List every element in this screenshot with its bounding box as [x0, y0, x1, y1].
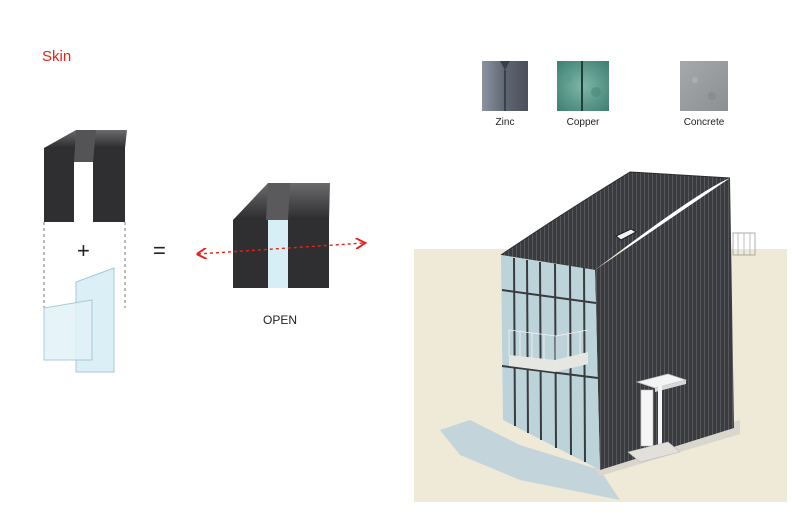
skin-volume	[44, 130, 127, 222]
page-title: Skin	[42, 48, 72, 65]
equals-sign: =	[153, 238, 166, 263]
swatch-copper	[557, 61, 609, 111]
swatch-label-copper: Copper	[566, 117, 600, 128]
open-volume	[233, 183, 330, 288]
open-caption: OPEN	[262, 313, 297, 327]
glass-panes	[43, 267, 115, 373]
swatch-zinc	[482, 61, 528, 111]
swatch-label-zinc: Zinc	[495, 117, 515, 128]
flow-arrow	[198, 243, 364, 254]
plus-sign: +	[77, 238, 90, 263]
building-render	[414, 171, 787, 502]
swatch-concrete	[680, 61, 728, 111]
dashed-outline	[43, 222, 126, 308]
swatch-label-concrete: Concrete	[683, 117, 725, 128]
